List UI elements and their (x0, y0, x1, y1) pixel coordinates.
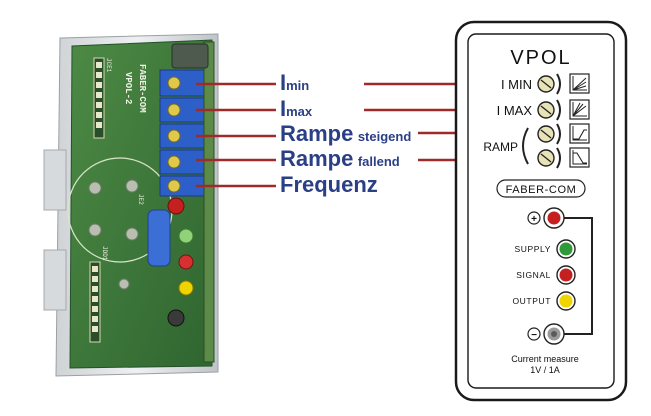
callout-frequency-main: Frequenz (280, 172, 378, 197)
callout-imax-main: I (280, 96, 287, 121)
pcb-led-yellow (178, 280, 194, 296)
plus-symbol-icon (527, 211, 541, 225)
blue-capacitor (147, 209, 171, 267)
callout-frequency: Frequenz (280, 174, 378, 196)
pcb-silk-jce1: JCE1 (105, 58, 112, 73)
plus-jack[interactable] (543, 207, 565, 229)
pcb-jack-black (167, 309, 185, 327)
pcb-edge-strip (203, 41, 215, 363)
panel-inner (467, 33, 615, 389)
pcb-leds (167, 197, 194, 327)
footer-line1: Current measure (511, 354, 579, 364)
plus-symbol: + (531, 214, 537, 225)
ramp-up-arc-icon (556, 123, 561, 145)
panel-title: VPOL (510, 47, 571, 69)
ramp-up-knob[interactable] (537, 125, 555, 143)
callout-imin: Imin (280, 72, 309, 94)
ramp-down-knob[interactable] (537, 149, 555, 167)
panel-brand: FABER-COM (506, 184, 577, 196)
header-jce1 (93, 57, 105, 139)
callout-imax-sub: max (286, 104, 313, 119)
supply-label: SUPPLY (514, 244, 551, 254)
trim-pots (159, 69, 213, 197)
ramp-down-arc-icon (556, 147, 561, 169)
imin-range-icon (569, 73, 590, 94)
minus-symbol-icon (527, 327, 541, 341)
pcb-jack-red (167, 197, 185, 215)
jack-bracket (562, 217, 593, 335)
pcb-module: FABER-COM VPOL-2 JCE1 JE2 JDD1 (43, 33, 219, 377)
housing-clip-top (43, 149, 67, 211)
pcb-model-text: VPOL-2 (123, 72, 133, 104)
top-connector (171, 43, 209, 69)
callout-ramp-down: Rampe fallend (280, 148, 400, 170)
pcb-led-green (178, 228, 194, 244)
imax-label: I MAX (497, 103, 533, 118)
front-panel: VPOL I MIN I MAX RAMP (454, 20, 628, 402)
pcb-silk-jdd1: JDD1 (101, 246, 108, 261)
ramp-down-icon (569, 147, 590, 168)
callout-ramp-up-main: Rampe (280, 121, 354, 146)
callout-ramp-down-main: Rampe (280, 146, 354, 171)
ramp-bracket-icon (522, 127, 529, 165)
housing-clip-bottom (43, 249, 67, 311)
pcb-brand-text: FABER-COM (137, 64, 147, 113)
output-label: OUTPUT (512, 296, 551, 306)
callout-ramp-up: Rampe steigend (280, 123, 411, 145)
pcb-silk-je2: JE2 (137, 194, 144, 205)
imax-range-icon (569, 99, 590, 120)
signal-label: SIGNAL (516, 270, 551, 280)
imin-arc-icon (556, 73, 561, 95)
ramp-up-icon (569, 123, 590, 144)
trim-pot-frequency (159, 175, 213, 197)
output-led (556, 291, 576, 311)
imin-label: I MIN (501, 77, 532, 92)
header-jdd1 (89, 261, 101, 343)
minus-symbol: − (531, 330, 537, 341)
imax-arc-icon (556, 99, 561, 121)
supply-led (556, 239, 576, 259)
imax-knob[interactable] (537, 101, 555, 119)
callout-ramp-up-sub: steigend (357, 129, 412, 144)
imin-knob[interactable] (537, 75, 555, 93)
pcb-led-red (178, 254, 194, 270)
brand-badge (496, 179, 586, 198)
mounting-pads (88, 179, 139, 290)
minus-jack[interactable] (543, 323, 565, 345)
callout-imin-sub: min (286, 78, 310, 93)
footer-line2: 1V / 1A (530, 365, 560, 375)
callout-ramp-down-sub: fallend (357, 154, 400, 169)
callout-imax: Imax (280, 98, 312, 120)
callout-imin-main: I (280, 70, 287, 95)
signal-led (556, 265, 576, 285)
ramp-label: RAMP (483, 140, 518, 154)
